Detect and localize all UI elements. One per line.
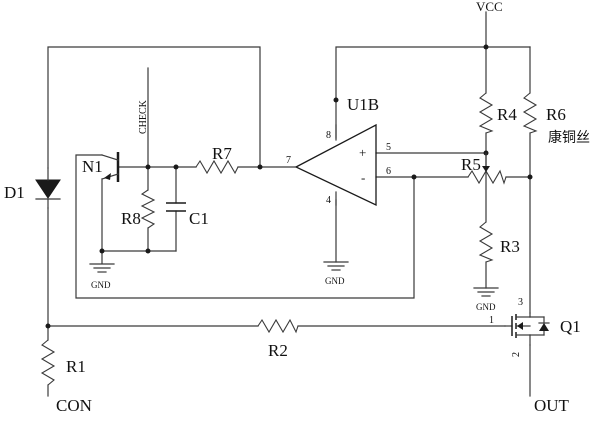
label-c1: C1 bbox=[189, 209, 209, 228]
junction-dot bbox=[145, 164, 151, 170]
label-r1: R1 bbox=[66, 357, 86, 376]
transistor-n1 bbox=[101, 152, 120, 182]
pin-u1b-out: 7 bbox=[286, 155, 291, 166]
opamp-u1b bbox=[294, 123, 377, 207]
label-r6: R6 bbox=[546, 105, 566, 124]
net-label-out: OUT bbox=[534, 396, 570, 415]
label-q1: Q1 bbox=[560, 317, 581, 336]
pin-q1-drain: 3 bbox=[518, 297, 523, 308]
junction-dot bbox=[173, 164, 179, 170]
net-label-check: CHECK bbox=[138, 99, 149, 134]
pin-u1b-in-plus: 5 bbox=[386, 142, 391, 153]
junction-dot bbox=[257, 164, 263, 170]
junction-dot bbox=[483, 44, 489, 50]
resistor-r6 bbox=[522, 92, 538, 134]
opamp-minus-sign: - bbox=[361, 170, 365, 185]
label-r6-material: 康铜丝 bbox=[548, 129, 590, 146]
junction-dot bbox=[99, 248, 105, 254]
net-label-gnd-left: GND bbox=[91, 280, 111, 290]
label-u1b: U1B bbox=[347, 95, 379, 114]
junction-dot bbox=[333, 97, 339, 103]
r5-wiper-arrow bbox=[482, 152, 490, 172]
ground-symbol-right bbox=[473, 287, 499, 297]
wire-n1-collector bbox=[75, 154, 415, 299]
pin-q1-source: 2 bbox=[511, 352, 522, 357]
pin-u1b-vminus: 4 bbox=[326, 195, 331, 206]
label-d1: D1 bbox=[4, 183, 25, 202]
resistor-r8 bbox=[140, 189, 156, 229]
pin-u1b-vplus: 8 bbox=[326, 130, 331, 141]
label-r7: R7 bbox=[212, 144, 232, 163]
net-label-gnd-right: GND bbox=[476, 302, 496, 312]
diode-d1 bbox=[35, 167, 61, 209]
label-r2: R2 bbox=[268, 341, 288, 360]
label-n1: N1 bbox=[82, 157, 103, 176]
net-label-gnd-mid: GND bbox=[325, 276, 345, 286]
capacitor-c1 bbox=[166, 202, 186, 212]
net-label-vcc: VCC bbox=[476, 0, 503, 14]
pin-q1-gate: 1 bbox=[489, 315, 494, 326]
resistor-r3 bbox=[478, 221, 494, 263]
junction-dot bbox=[527, 174, 533, 180]
net-label-con: CON bbox=[56, 396, 92, 415]
wire-opamp-vplus bbox=[335, 46, 487, 139]
resistor-r4 bbox=[478, 92, 494, 134]
junction-dot bbox=[145, 248, 151, 254]
label-r4: R4 bbox=[497, 105, 517, 124]
mosfet-q1 bbox=[504, 312, 550, 346]
resistor-r2 bbox=[257, 318, 299, 334]
label-r5: R5 bbox=[461, 155, 481, 174]
wire-top-left bbox=[47, 46, 261, 169]
junction-dot bbox=[45, 323, 51, 329]
junction-dot bbox=[411, 174, 417, 180]
ground-symbol-mid bbox=[323, 261, 349, 271]
label-r8: R8 bbox=[121, 209, 141, 228]
label-r3: R3 bbox=[500, 237, 520, 256]
opamp-plus-sign: + bbox=[359, 145, 366, 160]
pin-u1b-in-minus: 6 bbox=[386, 166, 391, 177]
resistor-r1 bbox=[40, 339, 56, 386]
resistor-r7 bbox=[195, 159, 239, 175]
ground-symbol-left bbox=[89, 263, 115, 273]
resistor-r5 bbox=[467, 169, 507, 185]
